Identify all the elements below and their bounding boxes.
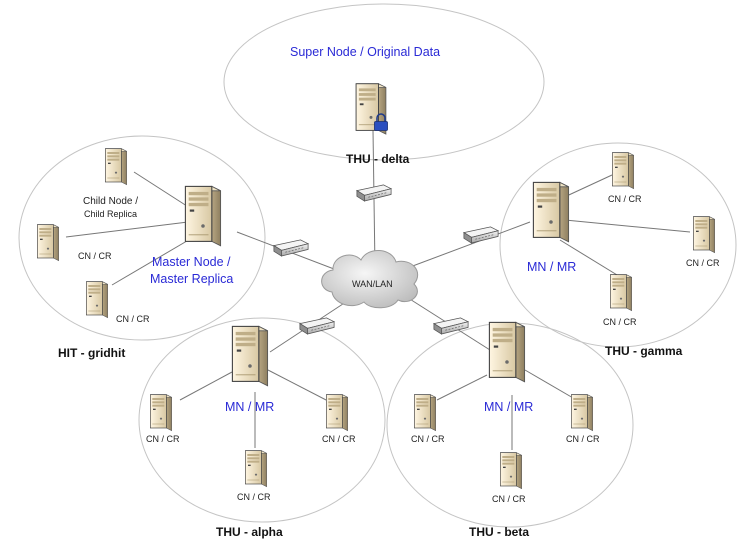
server-icon — [36, 224, 60, 262]
site-label-gamma: THU - gamma — [605, 344, 683, 358]
site-label-delta: THU - delta — [346, 152, 410, 166]
site-label-alpha: THU - alpha — [216, 525, 283, 539]
cn-cr-label: CN / CR — [116, 314, 150, 324]
switch-icon — [433, 317, 469, 335]
cn-cr-label: CN / CR — [322, 434, 356, 444]
cn-cr-label: CN / CR — [146, 434, 180, 444]
server-icon — [325, 394, 349, 432]
cloud-icon — [321, 250, 419, 309]
lock-icon — [374, 113, 388, 131]
child-node-label: Child Node / — [83, 196, 138, 207]
delta-region — [223, 3, 545, 161]
site-label-beta: THU - beta — [469, 525, 529, 539]
child-replica-label: Child Replica — [84, 209, 137, 219]
cn-cr-label: CN / CR — [603, 317, 637, 327]
alpha-region — [138, 317, 386, 523]
server-icon — [184, 185, 222, 247]
cn-cr-label: CN / CR — [608, 194, 642, 204]
server-icon — [149, 394, 173, 432]
server-icon — [570, 394, 594, 432]
cn-cr-label: CN / CR — [686, 258, 720, 268]
server-icon — [85, 281, 109, 319]
server-icon — [611, 152, 635, 190]
server-icon — [692, 216, 716, 254]
gridhit-region — [18, 135, 266, 341]
wan-label: WAN/LAN — [352, 279, 393, 289]
link-gamma-wan — [401, 221, 531, 271]
master-node-label: MN / MR — [484, 400, 533, 414]
server-icon — [488, 321, 526, 383]
server-icon — [413, 394, 437, 432]
master-node-label: Master Node / — [152, 255, 231, 269]
site-label-gridhit: HIT - gridhit — [58, 346, 125, 360]
switch-icon — [273, 239, 309, 257]
cn-cr-label: CN / CR — [411, 434, 445, 444]
switch-icon — [463, 226, 499, 244]
cn-cr-label: CN / CR — [78, 251, 112, 261]
server-icon — [231, 325, 269, 387]
server-icon — [532, 181, 570, 243]
switch-icon — [299, 317, 335, 335]
master-node-label: MN / MR — [225, 400, 274, 414]
server-icon — [609, 274, 633, 312]
server-icon — [244, 450, 268, 488]
cn-cr-label: CN / CR — [566, 434, 600, 444]
master-node-label: MN / MR — [527, 260, 576, 274]
server-icon — [104, 148, 128, 186]
cn-cr-label: CN / CR — [492, 494, 526, 504]
master-replica-label: Master Replica — [150, 272, 233, 286]
server-icon — [499, 452, 523, 490]
switch-icon — [356, 184, 392, 202]
super-node-title: Super Node / Original Data — [290, 45, 440, 59]
cn-cr-label: CN / CR — [237, 492, 271, 502]
gamma-region — [499, 142, 737, 348]
